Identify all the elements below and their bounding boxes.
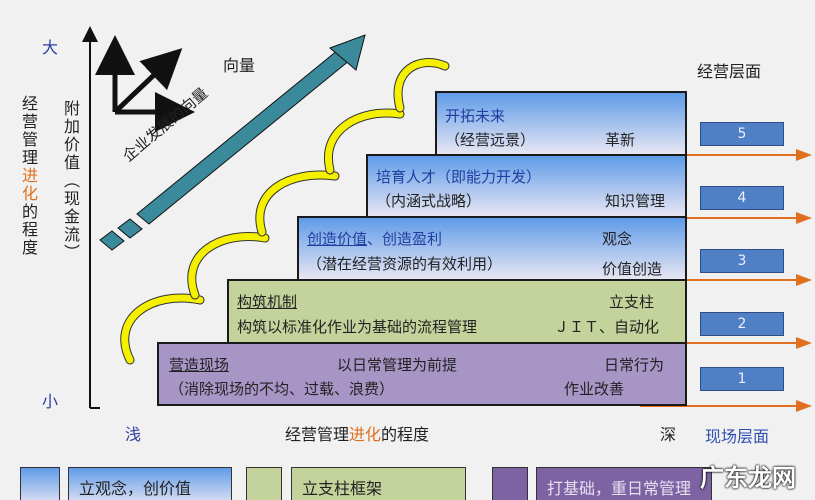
vector-label: 向量 bbox=[223, 56, 256, 75]
step-sub: 构筑以标准化作业为基础的流程管理 bbox=[237, 318, 478, 336]
y-title-part: 经营管理 bbox=[19, 95, 38, 167]
step-r2: 作业改善 bbox=[564, 380, 625, 398]
step-r2: ＪＩＴ、自动化 bbox=[554, 318, 660, 336]
axis-high-label: 大 bbox=[42, 38, 59, 57]
step-title-rest: 、创造盈利 bbox=[367, 230, 443, 248]
legend-swatch-purple bbox=[492, 467, 528, 500]
step-sub: （消除现场的不均、过载、浪费） bbox=[169, 380, 395, 398]
step-title: 培育人才（即能力开发） bbox=[376, 168, 542, 186]
x-title-highlight: 进化 bbox=[349, 425, 382, 444]
x-axis-title: 经营管理进化的程度 bbox=[285, 421, 429, 445]
step-r2: 知识管理 bbox=[605, 192, 666, 210]
step-5: 开拓未来 （经营远景） 革新 bbox=[435, 91, 687, 156]
y-axis-title: 经营管理进化的程度 bbox=[16, 95, 40, 257]
diagonal-vector-bar bbox=[99, 34, 366, 251]
x-title-part: 的程度 bbox=[381, 425, 430, 444]
level-box-1: 1 bbox=[700, 367, 784, 391]
step-r1: 立支柱 bbox=[609, 293, 655, 311]
legend-label-green: 立支柱框架 bbox=[291, 467, 466, 500]
level-box-5: 5 bbox=[700, 122, 784, 146]
y-title-part: 的程度 bbox=[19, 203, 38, 257]
step-3: 创造价值、创造盈利 （潜在经营资源的有效利用） 观念 价值创造 bbox=[297, 216, 687, 281]
management-level-label: 经营层面 bbox=[697, 62, 762, 81]
yellow-step-arrows bbox=[120, 58, 450, 365]
step-r1: 观念 bbox=[602, 230, 633, 248]
step-2: 构筑机制 构筑以标准化作业为基础的流程管理 立支柱 ＪＩＴ、自动化 bbox=[227, 279, 687, 344]
step-title: 创造价值 bbox=[307, 230, 368, 248]
step-r2: 革新 bbox=[605, 131, 636, 149]
y-axis-subtitle: 附加价值（现金流） bbox=[61, 100, 80, 262]
step-sub: （经营远景） bbox=[445, 131, 536, 149]
legend-swatch-blue bbox=[20, 467, 60, 500]
level-box-2: 2 bbox=[700, 312, 784, 336]
step-title: 开拓未来 bbox=[445, 107, 506, 125]
step-1: 营造现场 以日常管理为前提 （消除现场的不均、过载、浪费） 日常行为 作业改善 bbox=[157, 342, 687, 406]
level-box-3: 3 bbox=[700, 249, 784, 273]
legend-label-purple: 打基础，重日常管理 bbox=[536, 467, 712, 500]
step-r1: 日常行为 bbox=[604, 356, 665, 374]
vector-icon bbox=[95, 35, 195, 132]
legend-label-blue: 立观念，创价值 bbox=[68, 467, 232, 500]
step-mid: 以日常管理为前提 bbox=[337, 356, 458, 374]
axis-low-label: 小 bbox=[42, 392, 59, 411]
step-r2: 价值创造 bbox=[602, 260, 663, 278]
step-sub: （内涵式战略） bbox=[376, 192, 482, 210]
step-title: 构筑机制 bbox=[237, 293, 298, 311]
y-title-highlight: 进化 bbox=[19, 167, 38, 203]
axis-deep-label: 深 bbox=[660, 425, 677, 444]
step-4: 培育人才（即能力开发） （内涵式战略） 知识管理 bbox=[366, 154, 687, 218]
watermark: 广东龙网 bbox=[700, 464, 796, 492]
step-sub: （潜在经营资源的有效利用） bbox=[307, 255, 503, 273]
axis-shallow-label: 浅 bbox=[125, 425, 142, 444]
step-title: 营造现场 bbox=[169, 356, 230, 374]
x-title-part: 经营管理 bbox=[285, 425, 350, 444]
legend-swatch-green bbox=[246, 467, 282, 500]
site-level-label: 现场层面 bbox=[705, 427, 770, 446]
level-box-4: 4 bbox=[700, 186, 784, 210]
